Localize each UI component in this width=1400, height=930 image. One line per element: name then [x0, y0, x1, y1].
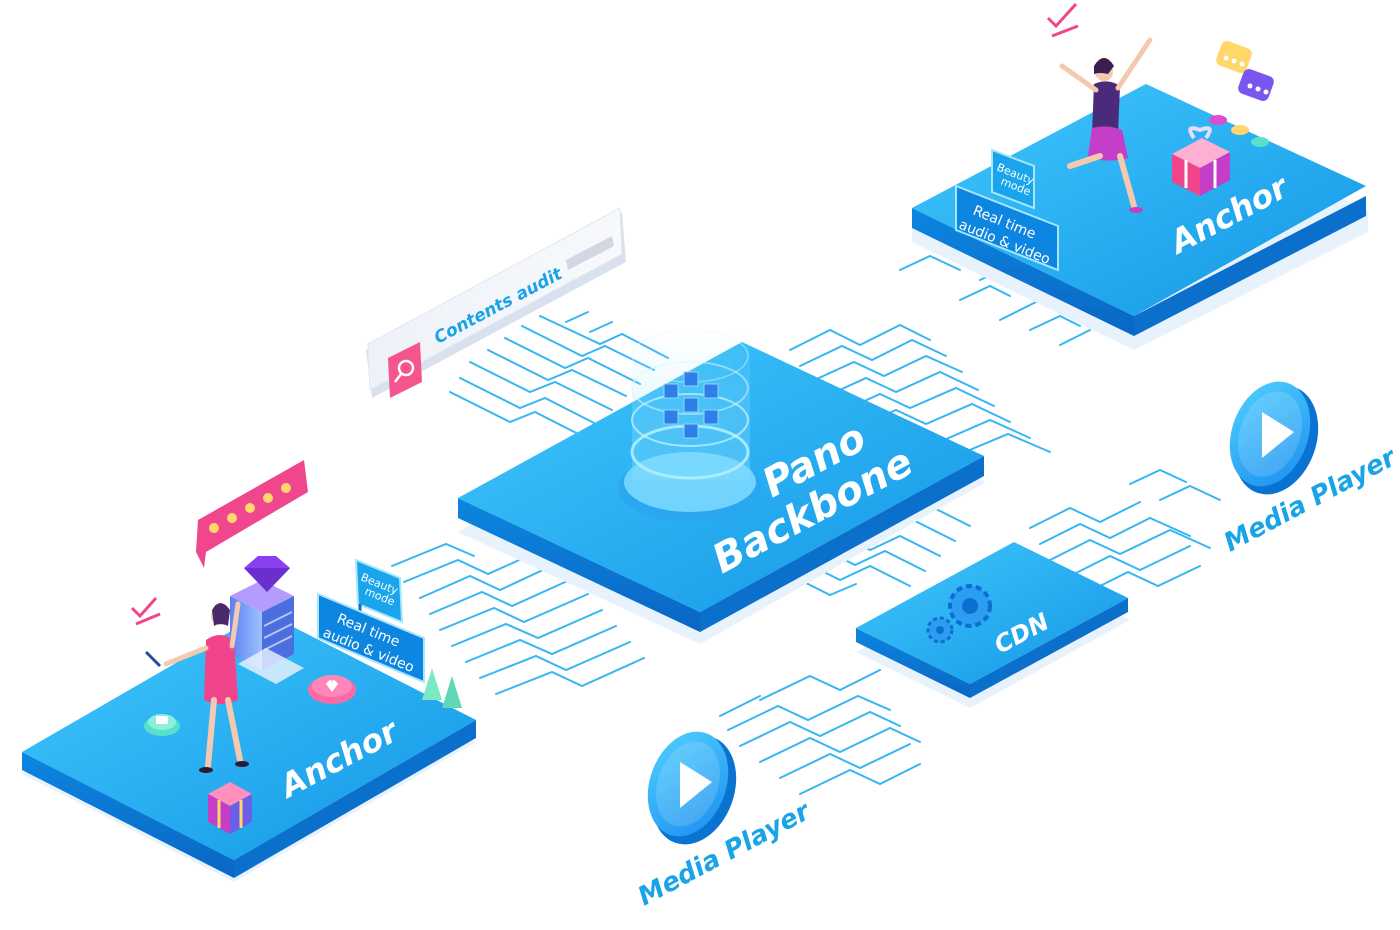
shop-icon: [144, 714, 180, 736]
beauty-mode-sign: [991, 148, 1035, 210]
tree-icon: [422, 668, 462, 708]
realtime-sign: [317, 592, 425, 684]
coin-icon: [1209, 115, 1269, 147]
chat-bubble-icon: [1216, 41, 1274, 101]
gem-icon: [244, 556, 290, 592]
gift-icon: [208, 782, 252, 834]
media-player-bottom[interactable]: [634, 720, 751, 856]
checkmark-icon: [1046, 2, 1079, 38]
search-icon: [388, 342, 422, 398]
network-cubes-icon: [663, 371, 719, 439]
anchor-left-platform: [22, 612, 476, 882]
rating-stars-icon: [196, 460, 308, 568]
cdn-platform: [856, 542, 1130, 708]
circuit-cdn-media-right: [1029, 468, 1221, 593]
circuit-audit-backbone: [449, 311, 669, 441]
contents-audit-card: [366, 207, 626, 398]
anchor-left-decor: [130, 460, 462, 834]
play-icon[interactable]: [634, 720, 751, 856]
anchor-person-right: [1059, 37, 1153, 213]
circuit-backbone-anchor-left: [391, 542, 645, 695]
checkmark-icon: [130, 597, 161, 626]
circuit-cdn-media-bottom: [719, 669, 921, 795]
backbone-hologram: [618, 329, 762, 522]
gem-tower-icon: [230, 556, 304, 684]
circuit-lines: [391, 254, 1221, 795]
gear-icon: [926, 584, 992, 644]
realtime-sign: [955, 184, 1059, 272]
play-icon[interactable]: [1216, 370, 1333, 506]
media-player-right[interactable]: [1216, 370, 1333, 506]
gift-icon: [1172, 126, 1230, 196]
anchor-person-left: [144, 601, 249, 773]
heart-icon: [308, 675, 356, 704]
anchor-right-decor: [955, 2, 1274, 272]
